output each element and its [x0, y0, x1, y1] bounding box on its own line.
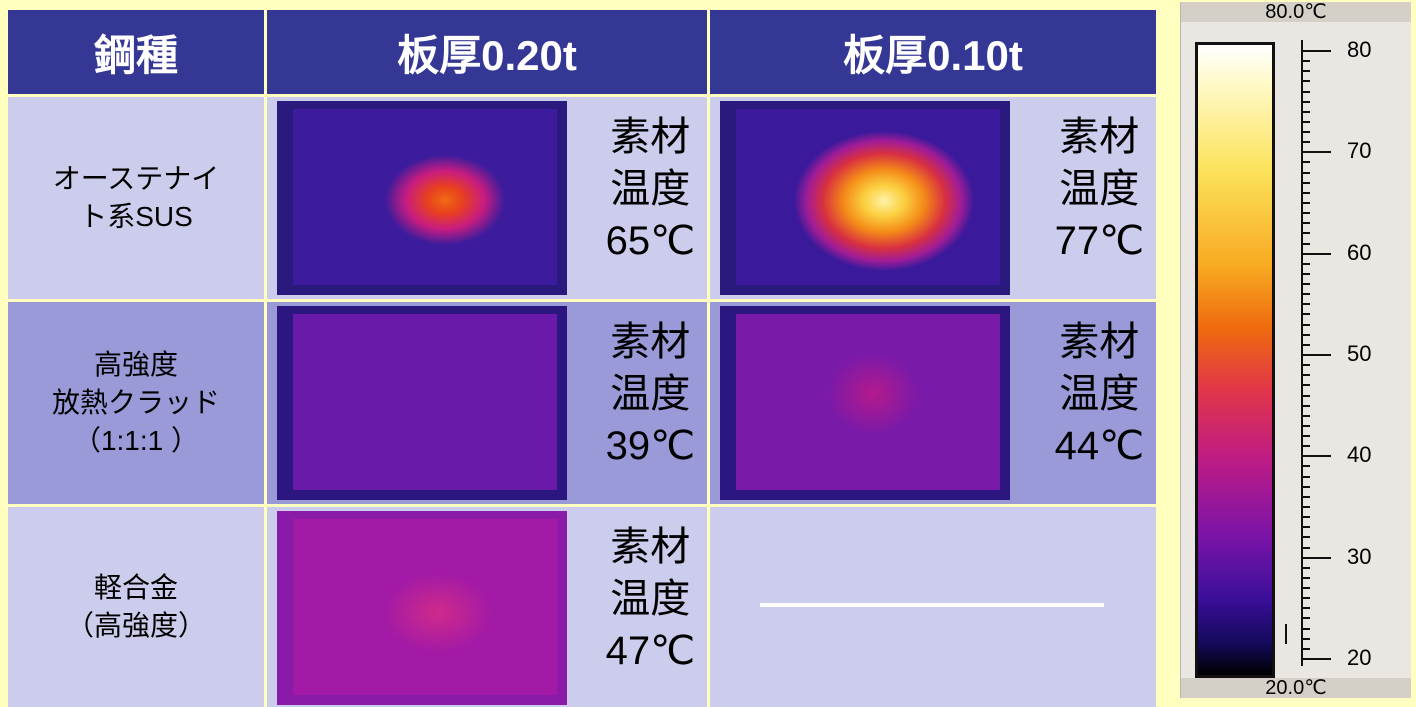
scale-tick: [1301, 617, 1310, 620]
material-temp-sus-020: 素材 温度 65℃: [605, 115, 695, 263]
scale-tick: [1301, 536, 1310, 539]
scale-gradient-bar: [1195, 42, 1275, 678]
scale-tick: [1301, 506, 1310, 508]
scale-tick: [1301, 404, 1310, 407]
scale-tick: [1301, 70, 1310, 73]
scale-tick: [1301, 343, 1310, 346]
scale-tick: [1301, 556, 1331, 559]
scale-tick: [1301, 293, 1310, 296]
scale-tick: [1301, 333, 1310, 336]
scale-tick-label: 30: [1347, 543, 1372, 569]
scale-tick: [1301, 566, 1310, 569]
scale-tick: [1301, 546, 1310, 549]
scale-tick: [1301, 100, 1310, 103]
scale-tick-label: 20: [1347, 645, 1372, 670]
scale-tick: [1301, 435, 1310, 438]
scale-tick: [1301, 647, 1310, 650]
scale-tick: [1301, 637, 1310, 640]
scale-tick: [1301, 80, 1310, 83]
scale-tick: [1301, 607, 1310, 610]
scale-tick: [1301, 222, 1310, 225]
scale-tick: [1301, 120, 1310, 123]
scale-min-label: 20.0℃: [1181, 678, 1411, 698]
scale-tick: [1301, 354, 1331, 356]
row-label-austenitic-sus: オーステナイ ト系SUS: [8, 97, 264, 299]
scale-tick: [1301, 516, 1310, 519]
temperature-color-scale: 80.0℃ 80 70 60 50 40 30 20 20.0℃: [1180, 2, 1411, 698]
scale-tick: [1301, 485, 1310, 488]
scale-tick: [1301, 364, 1310, 367]
row-label-light-alloy: 軽合金 （高強度）: [8, 507, 264, 707]
scale-tick: [1301, 445, 1310, 448]
thermal-image-clad-010: [720, 306, 1010, 500]
thermal-image-alloy-020: [277, 511, 567, 705]
header-steel-type: 鋼種: [8, 10, 264, 94]
scale-tick: [1301, 597, 1310, 600]
scale-tick: [1301, 212, 1310, 215]
scale-tick: [1301, 60, 1310, 63]
thermal-image-sus-010: [720, 101, 1010, 295]
row-label-high-strength-clad: 高強度 放熱クラッド （1:1:1 ）: [8, 302, 264, 504]
cell-clad-020: 素材 温度 39℃: [267, 302, 707, 504]
scale-tick: [1301, 526, 1310, 529]
scale-tick: [1301, 262, 1310, 265]
scale-max-label: 80.0℃: [1181, 2, 1411, 22]
scale-tick: [1301, 161, 1310, 164]
cell-clad-010: 素材 温度 44℃: [710, 302, 1156, 504]
cell-sus-010: 素材 温度 77℃: [710, 97, 1156, 299]
material-temp-clad-020: 素材 温度 39℃: [605, 320, 695, 468]
scale-tick: [1301, 495, 1310, 498]
scale-axis: [1301, 40, 1303, 666]
scale-tick: [1301, 283, 1310, 286]
scale-tick: [1301, 414, 1310, 417]
scale-tick: [1301, 272, 1310, 275]
thermal-image-clad-020: [277, 306, 567, 500]
scale-tick-label: 40: [1347, 442, 1372, 468]
cell-sus-020: 素材 温度 65℃: [267, 97, 707, 299]
scale-tick: [1301, 384, 1310, 387]
scale-tick: [1301, 252, 1331, 255]
scale-tick: [1301, 110, 1310, 113]
scale-tick: [1301, 424, 1310, 427]
scale-tick: [1301, 374, 1310, 377]
scale-tick: [1301, 303, 1310, 306]
material-temp-sus-010: 素材 温度 77℃: [1054, 115, 1144, 263]
material-temp-clad-010: 素材 温度 44℃: [1054, 320, 1144, 468]
scale-tick: [1301, 202, 1310, 204]
scale-tick: [1301, 627, 1310, 630]
cell-alloy-020: 素材 温度 47℃: [267, 507, 707, 707]
scale-tick: [1301, 455, 1331, 458]
scale-tick: [1301, 576, 1310, 579]
scale-tick: [1301, 131, 1310, 134]
scale-tick: [1301, 171, 1310, 174]
scale-tick: [1301, 313, 1310, 316]
scale-tick-label: 80: [1347, 37, 1372, 62]
thermal-comparison-table: 鋼種 板厚0.20t 板厚0.10t オーステナイ ト系SUS 素材 温度 65…: [8, 10, 1156, 707]
header-thickness-020: 板厚0.20t: [267, 10, 707, 94]
scale-tick-label: 50: [1347, 341, 1372, 366]
scale-tick: [1301, 658, 1331, 660]
scale-tick-label: 60: [1347, 239, 1372, 265]
scale-tick: [1301, 181, 1310, 184]
scale-tick: [1301, 587, 1310, 590]
scale-tick: [1301, 90, 1310, 93]
scale-tick: [1301, 323, 1310, 326]
scale-tick: [1301, 232, 1310, 235]
scale-tick: [1301, 465, 1310, 468]
cell-alloy-010-empty: [710, 507, 1156, 707]
thermal-image-sus-020: [277, 101, 567, 295]
material-temp-alloy-020: 素材 温度 47℃: [605, 525, 695, 673]
scale-tick: [1301, 242, 1310, 245]
scale-tick: [1301, 475, 1310, 478]
header-thickness-010: 板厚0.10t: [710, 10, 1156, 94]
scale-tick: [1301, 191, 1310, 194]
scale-tick: [1301, 394, 1310, 397]
not-applicable-dash: [760, 603, 1104, 607]
scale-tick: [1301, 151, 1331, 154]
scale-tick: [1301, 141, 1310, 144]
scale-tick: [1301, 50, 1331, 52]
scale-marker: [1285, 624, 1287, 644]
scale-tick-label: 70: [1347, 138, 1372, 164]
